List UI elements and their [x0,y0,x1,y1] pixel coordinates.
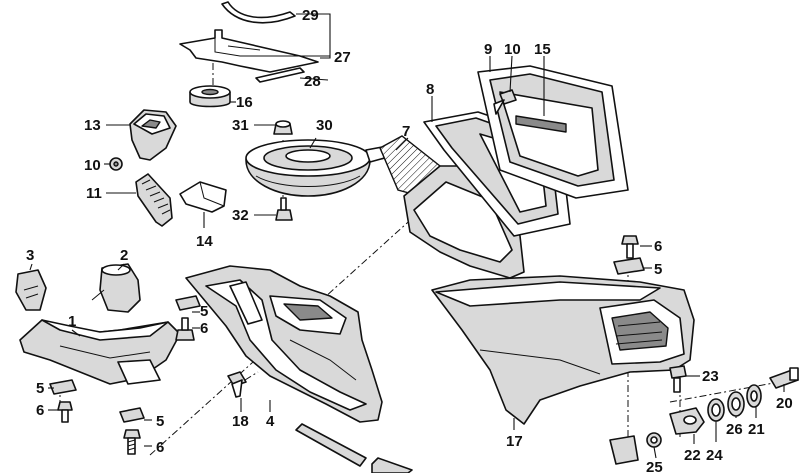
label-25: 25 [646,459,663,473]
bottom-strips [295,423,413,473]
label-23: 23 [702,368,719,385]
part-28-rubber-strip [255,67,305,83]
left-hardware-group [49,295,201,455]
label-5-right: 5 [654,261,662,278]
label-9: 9 [484,41,492,58]
part-9-back-frame [477,65,629,199]
label-1: 1 [68,313,76,330]
label-31: 31 [232,117,249,134]
label-13: 13 [84,117,101,134]
label-6-left-b: 6 [156,439,164,456]
part-11-ribbed-clip [135,173,173,227]
part-29-strap [221,1,296,24]
label-7: 7 [402,123,410,140]
part-30-speaker-housing [245,139,393,197]
part-10-grommet-left [109,157,123,171]
label-5-mid: 5 [200,303,208,320]
part-17-side-trim [431,275,695,425]
label-6-right: 6 [654,238,662,255]
part-32-bolt [275,197,293,221]
label-3: 3 [26,247,34,264]
label-27: 27 [334,49,351,66]
label-17: 17 [506,433,523,450]
leader-lines [29,13,785,459]
label-5-left-b: 5 [156,413,164,430]
label-20: 20 [776,395,793,412]
label-6-mid: 6 [200,320,208,337]
label-22: 22 [684,447,701,464]
right-hardware-top [613,235,645,275]
callout-labels: 29 27 28 16 13 10 11 14 31 30 32 3 2 1 5… [26,7,793,473]
label-11: 11 [86,185,102,202]
label-30: 30 [316,117,333,134]
part-31-nut [273,120,293,135]
lower-right-bracket [609,407,705,465]
part-16-grommet [189,85,231,108]
part-2-duct-elbow [91,263,141,313]
label-24: 24 [706,447,723,464]
label-4: 4 [266,413,275,430]
label-6-left-a: 6 [36,402,44,419]
part-14-clip [179,181,227,213]
label-16: 16 [236,94,253,111]
label-29: 29 [302,7,319,24]
label-15: 15 [534,41,551,58]
part-27-bracket [179,29,319,73]
label-10-left: 10 [84,157,101,174]
label-26: 26 [726,421,743,438]
part-10-screw-top [493,89,517,115]
part-18-screw [227,371,247,398]
label-10-top: 10 [504,41,521,58]
label-14: 14 [196,233,213,250]
part-1-air-duct [19,319,181,385]
label-21: 21 [748,421,765,438]
label-2: 2 [120,247,128,264]
washer-row [707,367,799,422]
part-4-center-trim [185,265,383,423]
label-18: 18 [232,413,249,430]
part-23-screw [669,365,687,393]
label-28: 28 [304,73,321,90]
part-3-bracket [15,269,47,311]
label-8: 8 [426,81,434,98]
assembly-center-lines [59,40,791,456]
label-5-left-a: 5 [36,380,44,397]
part-13-air-duct [129,109,177,161]
label-32: 32 [232,207,249,224]
